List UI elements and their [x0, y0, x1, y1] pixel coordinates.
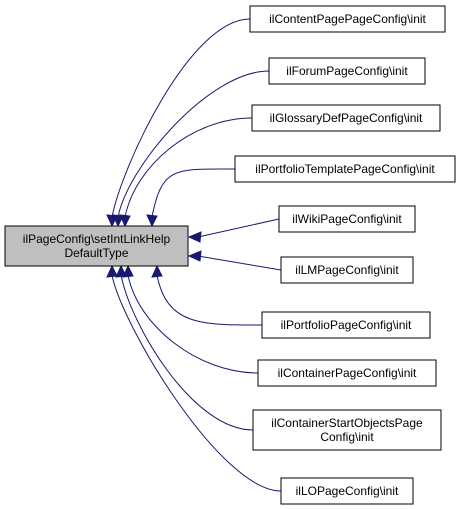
caller-node-label-line-1: ilLOPageConfig\init: [296, 484, 399, 498]
edge-1: [111, 18, 251, 218]
edge-9: [120, 274, 254, 431]
caller-node-label-line-1: ilForumPageConfig\init: [286, 64, 408, 78]
caller-node-label-line-1: ilPortfolioPageConfig\init: [281, 318, 412, 332]
caller-node-2[interactable]: ilForumPageConfig\init: [268, 57, 426, 85]
edge-5: [197, 218, 280, 238]
caller-node-box: [234, 155, 456, 183]
caller-node-box: [280, 256, 414, 284]
caller-node-box: [278, 205, 416, 233]
caller-node-7[interactable]: ilPortfolioPageConfig\init: [261, 311, 431, 339]
edges: [106, 18, 282, 492]
root-node-label-line-1: ilPageConfig\setIntLinkHelp: [23, 232, 171, 246]
caller-node-box: [257, 359, 437, 387]
caller-node-box: [268, 57, 426, 85]
caller-node-label-line-1: ilContainerPageConfig\init: [278, 366, 417, 380]
edge-6: [197, 255, 282, 271]
caller-node-box: [251, 104, 441, 132]
caller-node-label-line-1: ilGlossaryDefPageConfig\init: [270, 111, 423, 125]
edge-4: [151, 168, 236, 218]
caller-node-1[interactable]: ilContentPagePageConfig\init: [249, 5, 446, 33]
caller-node-box: [249, 5, 446, 33]
arrowhead-10: [106, 264, 118, 278]
edge-7: [156, 274, 263, 326]
caller-node-4[interactable]: ilPortfolioTemplatePageConfig\init: [234, 155, 456, 183]
edge-3: [124, 117, 253, 218]
caller-node-label-line-1: ilPortfolioTemplatePageConfig\init: [255, 162, 435, 176]
caller-node-label-line-1: ilContentPagePageConfig\init: [269, 12, 426, 26]
arrowhead-3: [119, 214, 131, 228]
caller-node-6[interactable]: ilLMPageConfig\init: [280, 256, 414, 284]
arrowhead-4: [146, 214, 158, 228]
caller-node-label-line-1: ilContainerStartObjectsPage: [271, 416, 423, 430]
caller-node-5[interactable]: ilWikiPageConfig\init: [278, 205, 416, 233]
root-node-label-line-2: DefaultType: [64, 246, 128, 260]
caller-node-10[interactable]: ilLOPageConfig\init: [280, 477, 414, 505]
edge-10: [111, 274, 282, 492]
edge-8: [127, 274, 259, 374]
nodes: ilPageConfig\setIntLinkHelpDefaultTypeil…: [4, 5, 456, 505]
caller-node-box: [280, 477, 414, 505]
arrowhead-2: [112, 214, 124, 228]
caller-node-8[interactable]: ilContainerPageConfig\init: [257, 359, 437, 387]
caller-node-3[interactable]: ilGlossaryDefPageConfig\init: [251, 104, 441, 132]
caller-node-box: [261, 311, 431, 339]
caller-node-label-line-1: ilWikiPageConfig\init: [292, 212, 402, 226]
caller-node-box: [252, 409, 442, 451]
arrowhead-6: [187, 250, 202, 262]
edge-2: [117, 70, 270, 218]
caller-node-label-line-2: Config\init: [320, 430, 374, 444]
arrowhead-7: [151, 264, 163, 278]
caller-node-label-line-1: ilLMPageConfig\init: [295, 263, 399, 277]
arrowhead-9: [115, 264, 127, 278]
arrowhead-5: [187, 231, 202, 243]
root-node-box: [4, 225, 189, 267]
